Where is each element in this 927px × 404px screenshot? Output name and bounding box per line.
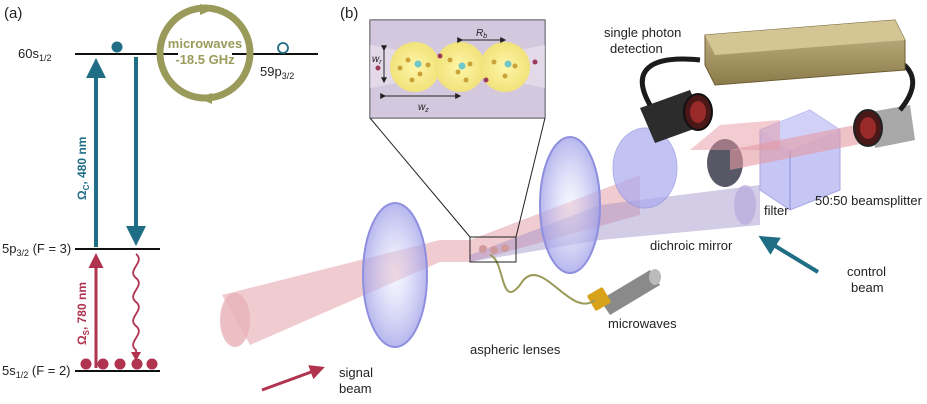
control-beam — [470, 185, 760, 262]
population-dot — [131, 358, 143, 370]
signal-beam-label-2: beam — [339, 381, 372, 396]
control-beam-label-2: beam — [851, 280, 884, 295]
aspheric-lens-left — [362, 202, 428, 348]
level-label-60s: 60s1/2 — [18, 46, 51, 63]
rydberg-atom — [414, 60, 422, 68]
microwave-label-name: microwaves — [168, 36, 242, 51]
panel-b: (b) — [220, 5, 923, 396]
wr-label: wr — [372, 54, 382, 66]
blockade-sphere — [480, 42, 530, 92]
microwave-arrowhead-bottom — [198, 93, 212, 104]
detector-left — [640, 90, 713, 143]
atom-cloud — [490, 246, 498, 254]
signal-beam — [222, 175, 640, 345]
aspheric-lenses-label: aspheric lenses — [470, 342, 561, 357]
dichroic-mirror-label: dichroic mirror — [650, 238, 733, 253]
single-photon-detection-box — [704, 19, 906, 86]
microwave-arrowhead-top — [200, 4, 214, 15]
zoom-box-small — [469, 236, 517, 263]
population-dot — [146, 358, 158, 370]
signal-beam-end — [220, 293, 250, 347]
control-rabi-label: ΩC, 480 nm — [75, 137, 91, 200]
rydberg-atom — [504, 60, 512, 68]
level-label-5s: 5s1/2 (F = 2) — [2, 363, 71, 380]
microwave-label-frequency: -18.5 GHz — [175, 52, 235, 67]
detector-cable-left — [639, 56, 701, 107]
microwave-antenna — [489, 254, 661, 315]
signal-beam-label-1: signal — [339, 365, 373, 380]
detection-beam-up — [690, 120, 780, 150]
control-beam-end — [734, 185, 756, 225]
detection-beam — [730, 120, 880, 170]
population-dot-60s — [111, 41, 123, 53]
rb-label: Rb — [476, 28, 487, 40]
zoom-line-right — [515, 117, 546, 238]
rydberg-atom — [458, 62, 466, 70]
level-label-59p: 59p3/2 — [260, 64, 294, 81]
aspheric-lens-right — [539, 136, 601, 274]
signal-rabi-label: ΩS, 780 nm — [75, 282, 91, 345]
blockade-sphere — [390, 42, 440, 92]
signal-beam-arrow — [261, 365, 325, 392]
single-photon-label: single photon — [604, 25, 681, 40]
filter-label: filter — [764, 203, 789, 218]
level-label-5p: 5p3/2 (F = 3) — [2, 241, 71, 258]
wz-label: wz — [418, 102, 429, 114]
detector-right — [853, 105, 915, 148]
panel-a-label: (a) — [4, 5, 22, 22]
population-dot — [97, 358, 109, 370]
inset-zoom: Rb wr wz — [369, 19, 546, 119]
control-beam-arrow — [758, 235, 820, 274]
emission-wavy-line — [132, 253, 140, 356]
population-ring-59p — [277, 42, 289, 54]
population-dot — [80, 358, 92, 370]
panel-a: (a) 60s1/2 59p3/2 5p3/2 (F = 3) 5s1/2 (F… — [2, 4, 318, 380]
dichroic-mirror — [612, 127, 678, 209]
control-beam-label-1: control — [847, 264, 886, 279]
population-dot — [114, 358, 126, 370]
atom-cloud — [501, 244, 509, 252]
zoom-line-left — [369, 117, 471, 238]
detection-label: detection — [610, 41, 663, 56]
beamsplitter-label: 50:50 beamsplitter — [815, 193, 923, 208]
atom-cloud — [479, 245, 487, 253]
microwaves-label: microwaves — [608, 316, 677, 331]
panel-b-label: (b) — [340, 5, 358, 22]
emission-arrowhead — [131, 352, 141, 361]
